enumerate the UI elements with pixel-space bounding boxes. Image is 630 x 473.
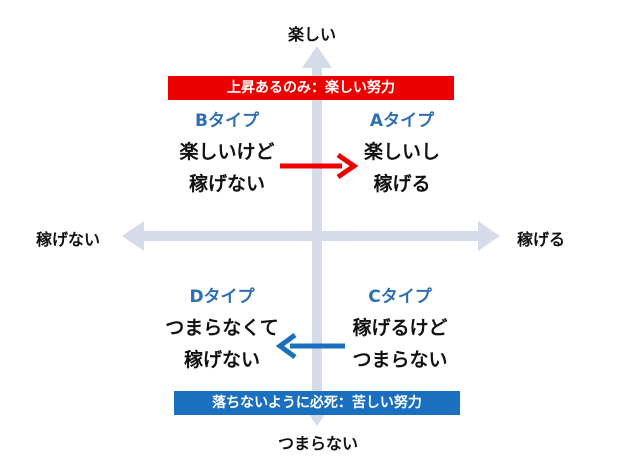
quadrant-b-line1: 楽しいけど (179, 141, 275, 163)
quadrant-c-type: Cタイプ (368, 287, 432, 307)
blue-arrow-head (275, 332, 297, 360)
quadrant-a-type: Aタイプ (369, 111, 435, 131)
axis-label-bottom: つまらない (277, 434, 359, 453)
quadrant-d-line2: 稼げない (183, 349, 261, 371)
quadrant-c-line1: 稼げるけど (352, 317, 448, 339)
quadrant-d-line1: つまらなくて (165, 317, 279, 339)
quadrant-a-line2: 稼げる (373, 173, 431, 195)
quadrant-a-line1: 楽しいし (363, 141, 441, 163)
banner-bottom: 落ちないように必死：苦しい努力 (174, 391, 460, 415)
quadrant-b-type: Bタイプ (195, 111, 259, 131)
axis-label-right: 稼げる (516, 230, 566, 249)
horizontal-axis-right-arrowhead (478, 221, 500, 251)
quadrant-b-line2: 稼げない (188, 173, 266, 195)
quadrant-c-line2: つまらない (352, 349, 448, 371)
red-arrow-head (336, 152, 359, 180)
quadrant-d-type: Dタイプ (189, 287, 255, 307)
axis-label-left: 稼げない (35, 230, 101, 249)
banner-top: 上昇あるのみ：楽しい努力 (168, 76, 454, 100)
vertical-axis-top-arrowhead (302, 46, 332, 68)
axis-label-top: 楽しい (287, 25, 337, 44)
horizontal-axis-left-arrowhead (122, 221, 144, 251)
